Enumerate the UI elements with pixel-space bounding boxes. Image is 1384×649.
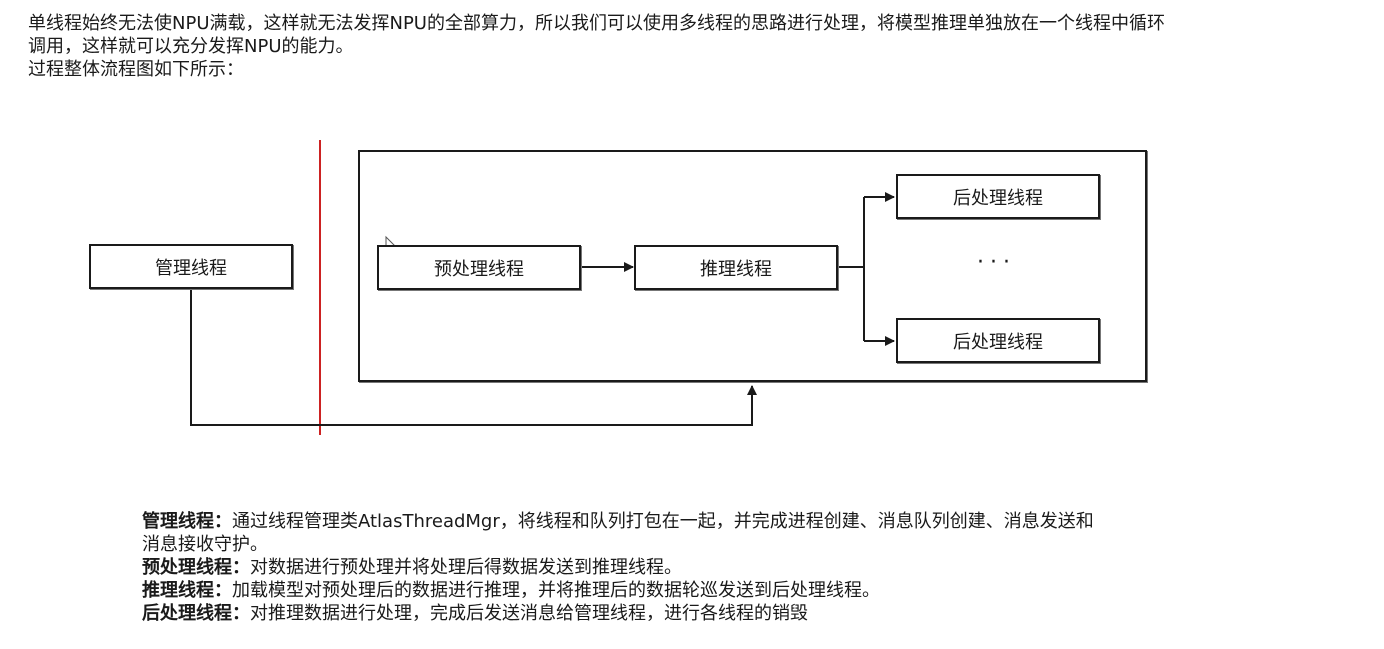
desc-postprocess: 后处理线程：对推理数据进行处理，完成后发送消息给管理线程，进行各线程的销毁 — [142, 602, 1292, 625]
desc-text: 对数据进行预处理并将处理后得数据发送到推理线程。 — [250, 557, 682, 578]
desc-text: 加载模型对预处理后的数据进行推理，并将推理后的数据轮巡发送到后处理线程。 — [232, 580, 880, 601]
desc-preprocess: 预处理线程：对数据进行预处理并将处理后得数据发送到推理线程。 — [142, 556, 1292, 579]
desc-inference: 推理线程：加载模型对预处理后的数据进行推理，并将推理后的数据轮巡发送到后处理线程… — [142, 579, 1292, 602]
desc-manager: 管理线程：通过线程管理类AtlasThreadMgr，将线程和队列打包在一起，并… — [142, 510, 1292, 533]
worker-threads-container — [358, 150, 1147, 382]
desc-manager-cont: 消息接收守护。 — [142, 534, 268, 555]
postprocess-thread-box-bottom: 后处理线程 — [896, 318, 1100, 363]
inference-thread-box: 推理线程 — [634, 245, 838, 290]
desc-term: 推理线程： — [142, 580, 232, 601]
preprocess-thread-box: 预处理线程 — [377, 245, 581, 290]
intro-line-3: 过程整体流程图如下所示： — [28, 59, 244, 80]
desc-term: 后处理线程： — [142, 603, 250, 624]
ellipsis-text: ··· — [977, 250, 1016, 275]
intro-line-1: 单线程始终无法使NPU满载，这样就无法发挥NPU的全部算力，所以我们可以使用多线… — [28, 13, 1165, 34]
desc-text: 通过线程管理类AtlasThreadMgr，将线程和队列打包在一起，并完成进程创… — [232, 511, 1094, 532]
desc-text: 对推理数据进行处理，完成后发送消息给管理线程，进行各线程的销毁 — [250, 603, 808, 624]
manager-to-container-arrow — [190, 289, 757, 426]
desc-term: 管理线程： — [142, 511, 232, 532]
intro-line-2: 调用，这样就可以充分发挥NPU的能力。 — [28, 36, 354, 57]
postprocess-thread-box-top: 后处理线程 — [896, 174, 1100, 219]
intro-text: 单线程始终无法使NPU满载，这样就无法发挥NPU的全部算力，所以我们可以使用多线… — [28, 12, 1368, 81]
desc-term: 预处理线程： — [142, 557, 250, 578]
thread-descriptions: 管理线程：通过线程管理类AtlasThreadMgr，将线程和队列打包在一起，并… — [142, 510, 1292, 625]
manager-thread-box: 管理线程 — [89, 244, 293, 289]
